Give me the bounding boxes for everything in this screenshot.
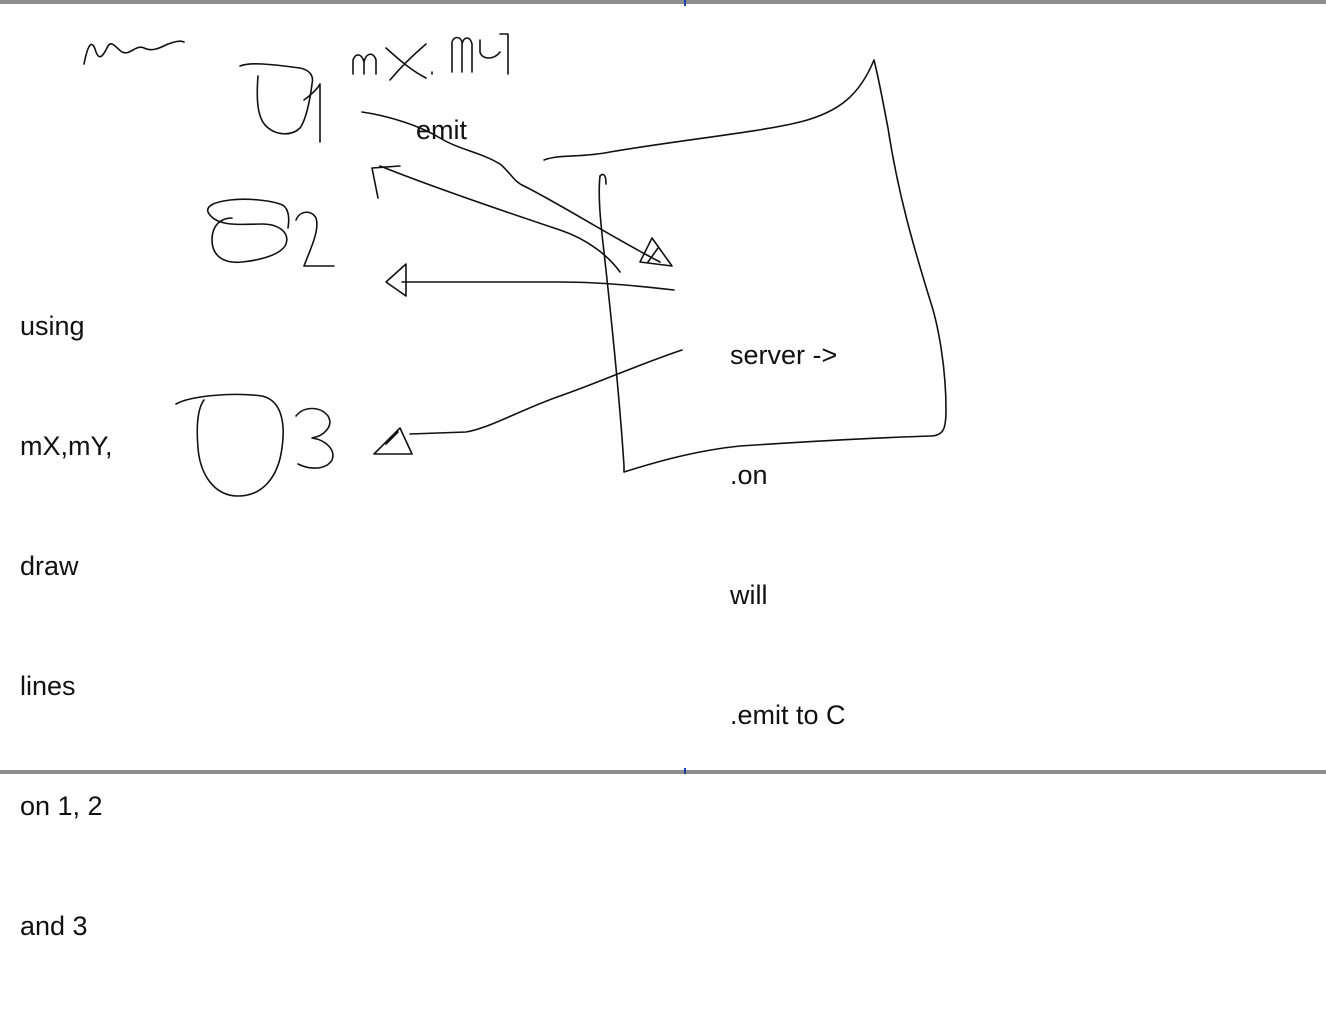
handwritten-scribble <box>83 40 185 65</box>
emit-arrow <box>361 111 661 263</box>
server-note-line: .on <box>730 460 768 490</box>
canvas-bottom-border <box>0 770 1326 774</box>
client-1-number <box>303 83 321 143</box>
left-note-line: lines <box>20 671 76 701</box>
left-instruction-note: using mX,mY, draw lines on 1, 2 and 3 <box>20 226 113 1026</box>
canvas-split-marker-top <box>684 0 686 6</box>
server-box <box>543 59 947 473</box>
client-3-number <box>295 407 334 469</box>
left-note-line: draw <box>20 551 79 581</box>
client-2-box <box>206 198 290 264</box>
server-to-client-1-arrowhead <box>371 165 401 199</box>
left-note-line: on 1, 2 <box>20 791 103 821</box>
client-3-box <box>175 393 284 497</box>
server-note-line: server -> <box>730 340 838 370</box>
server-to-client-3-arrow <box>409 349 683 435</box>
whiteboard-canvas[interactable]: using mX,mY, draw lines on 1, 2 and 3 em… <box>0 4 1326 941</box>
left-note-line: mX,mY, <box>20 431 113 461</box>
server-to-client-3-arrowhead <box>373 427 413 455</box>
left-note-line: using <box>20 311 85 341</box>
sketch-layer <box>83 33 947 497</box>
server-note: server -> .on will .emit to C <box>730 255 846 815</box>
client-1-box <box>239 63 314 135</box>
emit-label: emit <box>416 115 468 145</box>
server-to-client-2-arrow <box>401 281 675 291</box>
server-note-line: .emit to C <box>730 700 846 730</box>
emit-arrowhead <box>639 237 673 267</box>
server-to-client-2-arrowhead <box>385 263 407 297</box>
canvas-top-border <box>0 0 1326 4</box>
server-note-line: will <box>730 580 768 610</box>
canvas-split-marker-bottom <box>684 768 686 774</box>
client-2-number <box>295 211 335 267</box>
handwritten-mx-my <box>352 33 509 81</box>
left-note-line: and 3 <box>20 911 88 941</box>
